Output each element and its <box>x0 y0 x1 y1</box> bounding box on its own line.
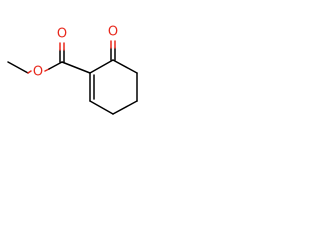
bond-methyl <box>7 61 29 74</box>
bond-ring-c2-c3 <box>89 100 114 115</box>
bond-methyl-oxygen-half <box>27 70 32 74</box>
ester-ether-oxygen-label: O <box>33 65 43 80</box>
ketone-oxygen-label: O <box>108 25 118 40</box>
bond-oxygen-carbonyl <box>48 61 63 70</box>
ester-carbonyl-oxygen-label: O <box>57 27 67 42</box>
bond-ring-c6-c1 <box>89 59 114 74</box>
bond-ring-c3-c4 <box>112 100 138 115</box>
bond-ring-c5-c6 <box>112 59 138 74</box>
bond-carbonyl-ring <box>61 61 91 74</box>
chemical-structure: O O O <box>7 25 138 115</box>
